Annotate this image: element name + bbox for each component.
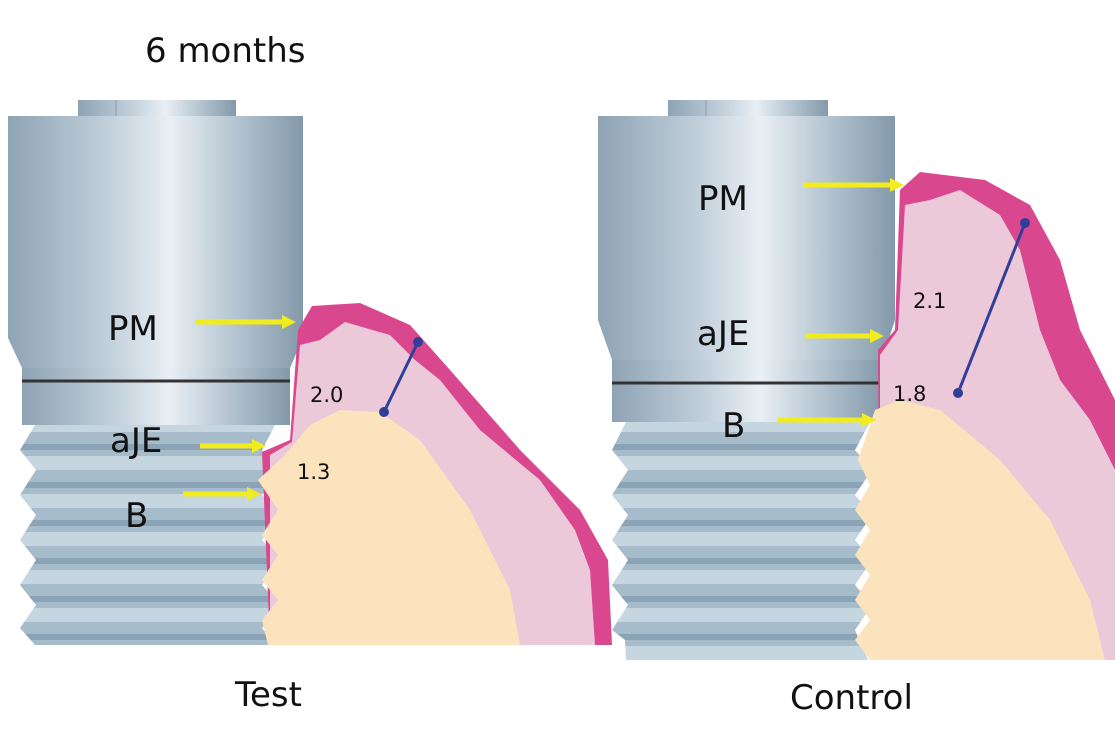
control-value-lower: 1.8	[893, 382, 926, 406]
test-panel: PM aJE B 2.0 1.3 Test	[8, 100, 612, 715]
test-implant	[8, 100, 303, 645]
title: 6 months	[145, 31, 306, 71]
test-bone	[258, 410, 520, 645]
test-arrows	[183, 315, 296, 501]
control-label-b: B	[722, 406, 745, 446]
test-caption: Test	[234, 675, 302, 715]
control-implant	[598, 100, 895, 660]
control-measurement-line	[953, 218, 1030, 398]
control-caption: Control	[790, 678, 913, 718]
control-label-aje: aJE	[697, 314, 749, 354]
test-value-lower: 1.3	[297, 460, 330, 484]
test-value-upper: 2.0	[310, 383, 343, 407]
control-bone	[855, 400, 1105, 660]
test-label-pm: PM	[108, 309, 158, 349]
test-label-aje: aJE	[110, 421, 162, 461]
control-label-pm: PM	[698, 179, 748, 219]
control-arrows	[778, 178, 904, 427]
control-panel: PM aJE B 2.1 1.8 Control	[598, 100, 1115, 718]
test-measurement-line	[379, 337, 423, 417]
test-label-b: B	[125, 496, 148, 536]
control-value-upper: 2.1	[913, 289, 946, 313]
